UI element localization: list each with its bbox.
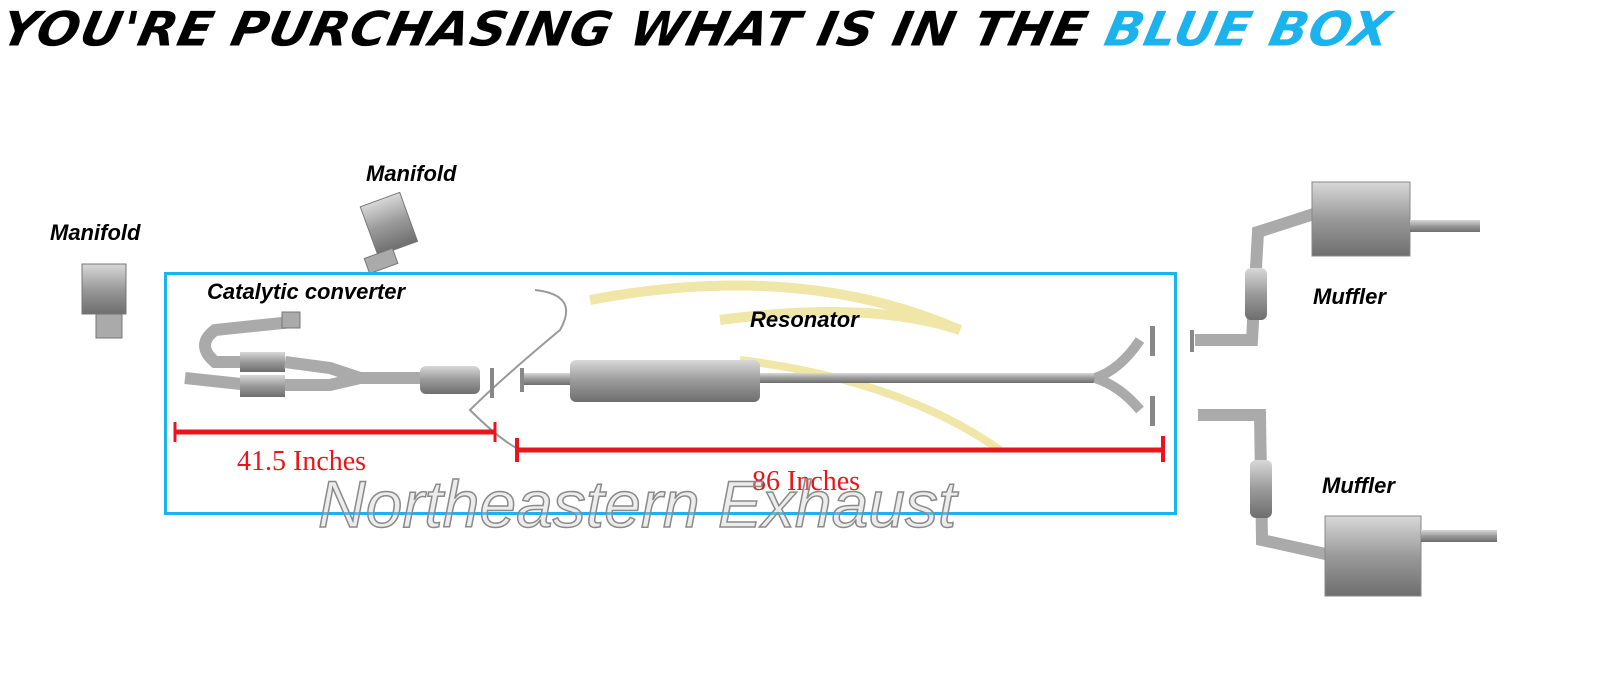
label-resonator: Resonator xyxy=(750,307,859,332)
muffler-bottom-part xyxy=(1198,409,1497,597)
measure-front-label: 41.5 Inches xyxy=(237,446,367,477)
label-muffler-bottom: Muffler xyxy=(1322,473,1395,498)
front-pipe-part xyxy=(184,311,494,398)
resonator-pipe-part xyxy=(520,326,1155,426)
manifold-top-part xyxy=(359,191,419,275)
label-catalytic-converter: Catalytic converter xyxy=(207,279,406,304)
label-manifold-top: Manifold xyxy=(366,161,457,186)
measure-bar-front xyxy=(173,422,497,442)
logo-swoosh xyxy=(589,280,963,335)
manifold-left-part xyxy=(81,263,127,339)
label-manifold-left: Manifold xyxy=(50,220,141,245)
label-muffler-top: Muffler xyxy=(1313,284,1386,309)
logo-swoosh xyxy=(739,356,1003,454)
blue-box-highlight xyxy=(164,272,1177,515)
muffler-top-part xyxy=(1190,181,1480,352)
measure-bar-rear xyxy=(515,436,1165,462)
watermark: Northeastern Exhaust xyxy=(317,466,957,542)
measure-rear-label: 86 Inches xyxy=(752,466,861,497)
